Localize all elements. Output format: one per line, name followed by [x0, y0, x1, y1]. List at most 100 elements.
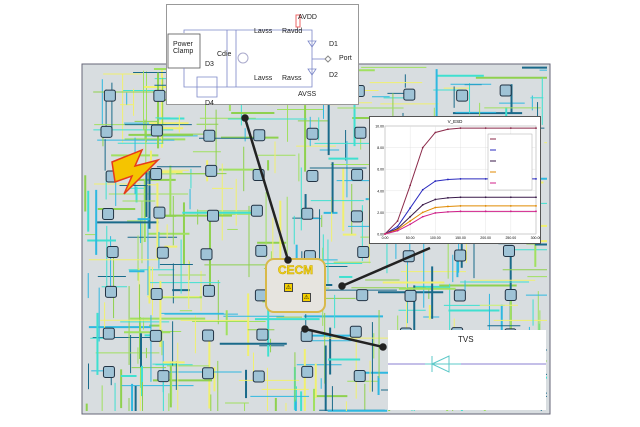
pad	[106, 245, 119, 258]
lavss-bottom-label: Lavss	[254, 75, 273, 82]
data-point	[509, 196, 512, 199]
x-tick-label: 0.00	[382, 236, 389, 240]
port-label: Port	[339, 55, 352, 62]
data-point	[447, 128, 449, 131]
pad	[153, 89, 166, 102]
pad	[454, 249, 467, 262]
cecm-label: CECM	[277, 263, 314, 278]
tvs-diode-box: TVS	[388, 330, 546, 410]
data-point	[459, 178, 462, 180]
pad	[102, 327, 115, 340]
pad	[100, 125, 113, 138]
pad	[350, 210, 363, 223]
data-point	[484, 210, 487, 213]
pad	[156, 246, 169, 259]
d4-label: D4	[205, 100, 214, 107]
tvs-diode-symbol	[388, 355, 546, 373]
pad	[453, 289, 466, 302]
data-point	[421, 203, 424, 206]
x-tick-label: 250.00	[505, 236, 516, 240]
data-point	[484, 178, 487, 180]
data-point	[459, 205, 462, 207]
pad	[157, 370, 170, 383]
ravss-label: Ravss	[282, 75, 302, 82]
series-line-4	[384, 210, 536, 235]
data-point	[447, 178, 449, 181]
data-point	[484, 127, 487, 130]
data-point	[396, 225, 399, 228]
data-point	[434, 206, 437, 209]
lavss-top-label: Lavss	[254, 28, 273, 35]
legend	[487, 133, 533, 191]
data-point	[535, 196, 537, 199]
pad	[404, 289, 417, 302]
pad	[253, 129, 266, 142]
data-point	[421, 215, 424, 218]
y-tick-label: 8.00	[377, 146, 384, 150]
data-point	[409, 215, 412, 218]
pad	[102, 207, 115, 220]
pad	[504, 289, 517, 302]
data-point	[409, 220, 412, 222]
pad	[202, 329, 215, 342]
pad	[105, 170, 118, 183]
data-point	[447, 210, 449, 213]
data-point	[509, 210, 512, 213]
data-point	[409, 223, 412, 226]
pad	[349, 325, 362, 338]
pad	[103, 89, 116, 102]
pad	[205, 164, 218, 177]
data-point	[421, 146, 424, 149]
pad	[149, 329, 162, 342]
esd-warning-icon: ⚠	[302, 293, 311, 302]
pad	[301, 365, 314, 378]
data-point	[434, 198, 437, 201]
pad	[356, 289, 369, 302]
tvs-label: TVS	[458, 335, 474, 344]
pad	[250, 204, 263, 217]
pad	[202, 367, 215, 380]
series-line-3	[384, 205, 536, 235]
pad	[306, 127, 319, 140]
pad	[203, 129, 216, 142]
d1-label: D1	[329, 41, 338, 48]
pad	[150, 124, 163, 137]
data-point	[535, 210, 537, 213]
cecm-badge: CECM ⚠ ⚠	[265, 258, 326, 313]
pad	[256, 328, 269, 341]
x-tick-label: 150.00	[455, 236, 466, 240]
x-tick-label: 100.00	[430, 236, 441, 240]
pad	[499, 84, 512, 97]
chart-title: V_ESD	[448, 119, 464, 124]
pad	[357, 246, 370, 259]
y-tick-label: 10.00	[375, 125, 384, 129]
data-point	[421, 211, 424, 214]
data-point	[459, 127, 462, 130]
esd-warning-icon: ⚠	[284, 283, 293, 292]
data-point	[409, 184, 412, 187]
pad	[502, 245, 515, 258]
data-point	[409, 207, 412, 209]
y-tick-label: 4.00	[377, 189, 384, 193]
data-point	[447, 196, 449, 199]
pad	[150, 287, 163, 300]
data-point	[434, 131, 437, 134]
pad	[351, 168, 364, 181]
data-point	[434, 212, 437, 214]
series-line-0	[384, 127, 536, 235]
x-tick-label: 50.00	[406, 236, 415, 240]
series-line-2	[384, 196, 536, 235]
data-point	[447, 205, 449, 208]
pad	[202, 284, 215, 297]
data-point	[509, 205, 512, 207]
avss-label: AVSS	[298, 91, 317, 98]
schematic-wires	[167, 14, 332, 98]
d3-label: D3	[205, 61, 214, 68]
data-point	[535, 178, 537, 180]
avdd-label: AVDD	[298, 14, 317, 21]
pad	[200, 248, 213, 261]
pad	[150, 168, 163, 181]
ravdd-label: Ravdd	[282, 28, 303, 35]
